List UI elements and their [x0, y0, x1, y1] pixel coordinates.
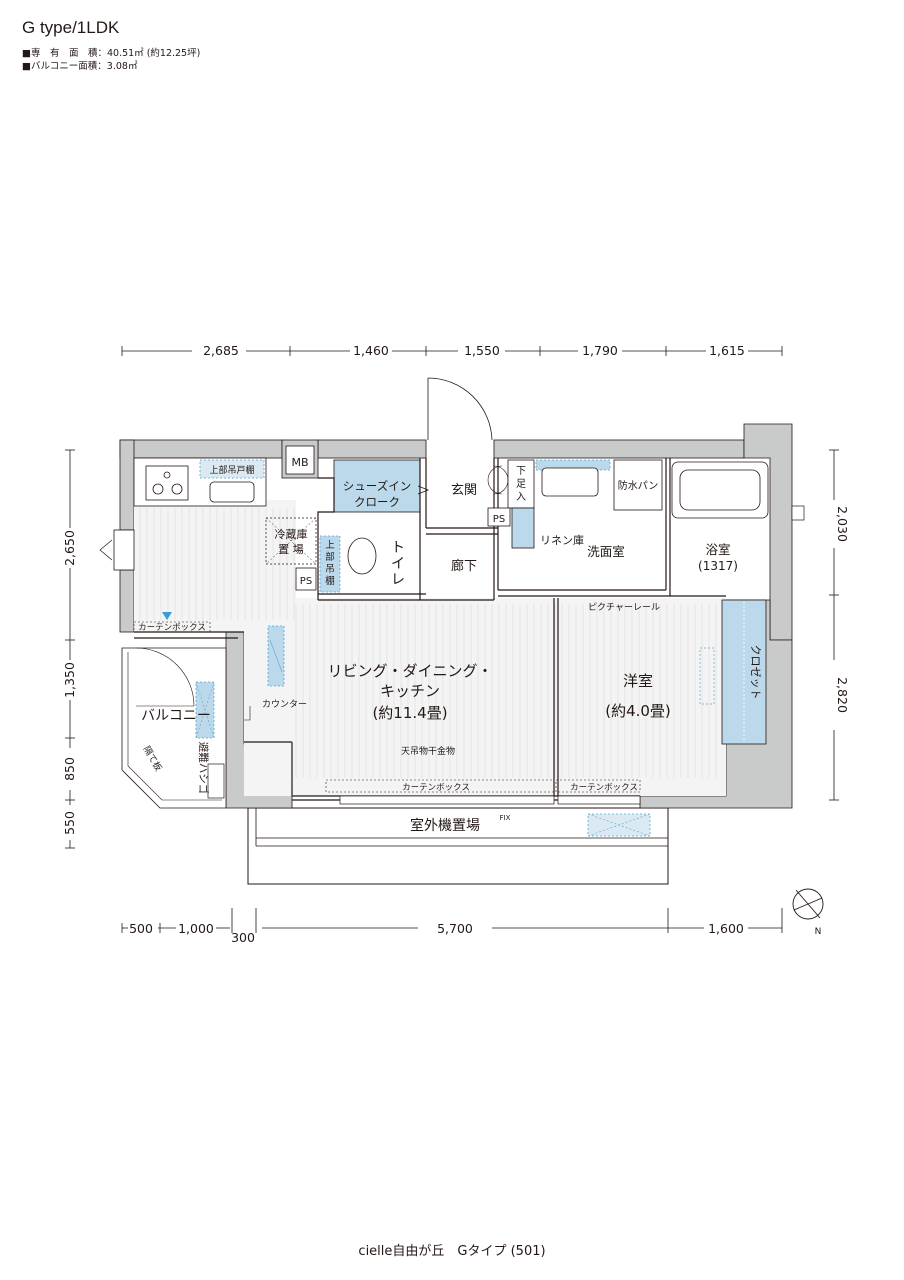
toilet-shelf-char-4: 棚	[325, 575, 335, 587]
plan-title: G type/1LDK	[22, 18, 120, 37]
shoes-in-closet	[333, 459, 421, 513]
washbasin-icon	[541, 467, 599, 497]
curtain-box-right-label: カーテンボックス	[570, 783, 638, 793]
dim-right-2: 2,820	[835, 677, 850, 713]
toilet-char-1: ト	[391, 540, 405, 556]
sliding-window	[339, 795, 555, 805]
dim-bottom-2: 1,000	[178, 921, 214, 936]
balcony-area-spec: ■バルコニー面積：3.08㎡	[22, 61, 138, 72]
bathroom-label: 浴室	[705, 542, 730, 557]
ps-kitchen-box	[295, 567, 317, 591]
ps-entrance-box	[487, 507, 511, 527]
dim-top-2: 1,460	[353, 343, 389, 358]
toilet-char-3: レ	[391, 572, 405, 588]
burner-icon	[163, 471, 171, 479]
dim-top-3: 1,550	[464, 343, 500, 358]
toilet-shelf-char-2: 部	[325, 551, 335, 563]
upper-cabinet-label: 上部吊戸棚	[209, 464, 254, 476]
sliding-window	[557, 795, 641, 805]
closet-label: クロゼット	[749, 645, 762, 700]
linen-label: リネン庫	[540, 533, 584, 547]
kitchen-sink-icon	[209, 481, 255, 503]
dim-bottom-5: 1,600	[708, 921, 744, 936]
western-room-size: (約4.0畳)	[605, 702, 671, 720]
flooring-lines	[139, 508, 717, 778]
hallway-label: 廊下	[451, 558, 477, 574]
dim-left-1: 2,650	[62, 530, 77, 566]
fridge-label-1: 冷蔵庫	[275, 527, 308, 541]
fridge-label-2: 置 場	[278, 543, 304, 556]
marker-triangle-icon	[162, 612, 172, 620]
dim-left-4: 550	[62, 811, 77, 835]
left-window	[113, 529, 135, 571]
outdoor-unit-label: 室外機置場	[410, 817, 480, 834]
fix-label: FIX	[500, 814, 511, 822]
shoe-box-char-2: 足	[516, 478, 526, 490]
curtain-box-mid-label: カーテンボックス	[402, 783, 470, 793]
waterproof-pan	[613, 459, 663, 511]
dim-left-2: 1,350	[62, 662, 77, 698]
outdoor-unit-area	[247, 807, 669, 885]
shoes-in-closet-label-2: クローク	[354, 495, 400, 509]
toilet-icon	[347, 537, 377, 575]
toilet-shelf-char-3: 吊	[325, 564, 335, 575]
toilet-upper-shelf	[319, 535, 341, 593]
dimension-lines	[65, 346, 839, 933]
burner-icon	[171, 483, 183, 495]
upper-cabinet-box	[199, 459, 265, 479]
stove-icon	[145, 465, 189, 501]
ps-entrance-label: PS	[493, 514, 505, 525]
balcony-label: バルコニー	[141, 708, 211, 724]
curtain-box-left-label: カーテンボックス	[138, 623, 206, 633]
ceiling-hanger-label: 天吊物干金物	[401, 745, 455, 757]
mb-label: MB	[291, 456, 308, 469]
dim-left-3: 850	[62, 757, 77, 781]
washroom-label: 洗面室	[587, 544, 625, 559]
burner-icon	[152, 483, 164, 495]
western-room-label: 洋室	[623, 672, 653, 690]
linen-cabinet	[511, 507, 535, 549]
ldk-label-1: リビング・ダイニング・	[327, 662, 492, 680]
bathroom-size: (1317)	[698, 559, 738, 573]
compass-icon	[792, 888, 824, 920]
balcony-area	[121, 647, 227, 809]
shoe-box-char-1: 下	[516, 466, 526, 477]
north-label: N	[815, 927, 822, 937]
footer-caption: cielle自由が丘 Gタイプ (501)	[358, 1244, 546, 1259]
dim-bottom-4: 5,700	[437, 921, 473, 936]
entrance-door	[427, 377, 493, 441]
counter-label: カウンター	[262, 699, 307, 710]
dim-right-1: 2,030	[835, 506, 850, 542]
dim-bottom-1: 500	[129, 921, 153, 936]
shoe-box	[507, 459, 535, 509]
shoe-box-char-3: 入	[516, 492, 526, 503]
dim-bottom-3: 300	[231, 930, 255, 945]
ldk-label-2: キッチン	[380, 682, 440, 700]
escape-ladder-label: 避難ハシゴ	[197, 742, 210, 795]
dim-top-1: 2,685	[203, 343, 239, 358]
waterproof-pan-label: 防水パン	[618, 479, 659, 492]
bathtub-icon	[671, 461, 769, 519]
floor-area-spec: ■専 有 面 積：40.51㎡ (約12.25坪)	[22, 48, 201, 59]
ldk-size: (約11.4畳)	[372, 704, 447, 722]
ps-kitchen-label: PS	[300, 576, 312, 587]
picture-rail-label: ピクチャーレール	[588, 602, 660, 613]
toilet-char-2: イ	[391, 556, 405, 572]
dim-top-5: 1,615	[709, 343, 745, 358]
fridge-space	[265, 517, 317, 565]
shoes-in-closet-label-1: シューズイン	[343, 479, 411, 493]
entrance-label: 玄関	[451, 483, 477, 498]
dim-top-4: 1,790	[582, 343, 618, 358]
toilet-shelf-char-1: 上	[325, 540, 335, 551]
